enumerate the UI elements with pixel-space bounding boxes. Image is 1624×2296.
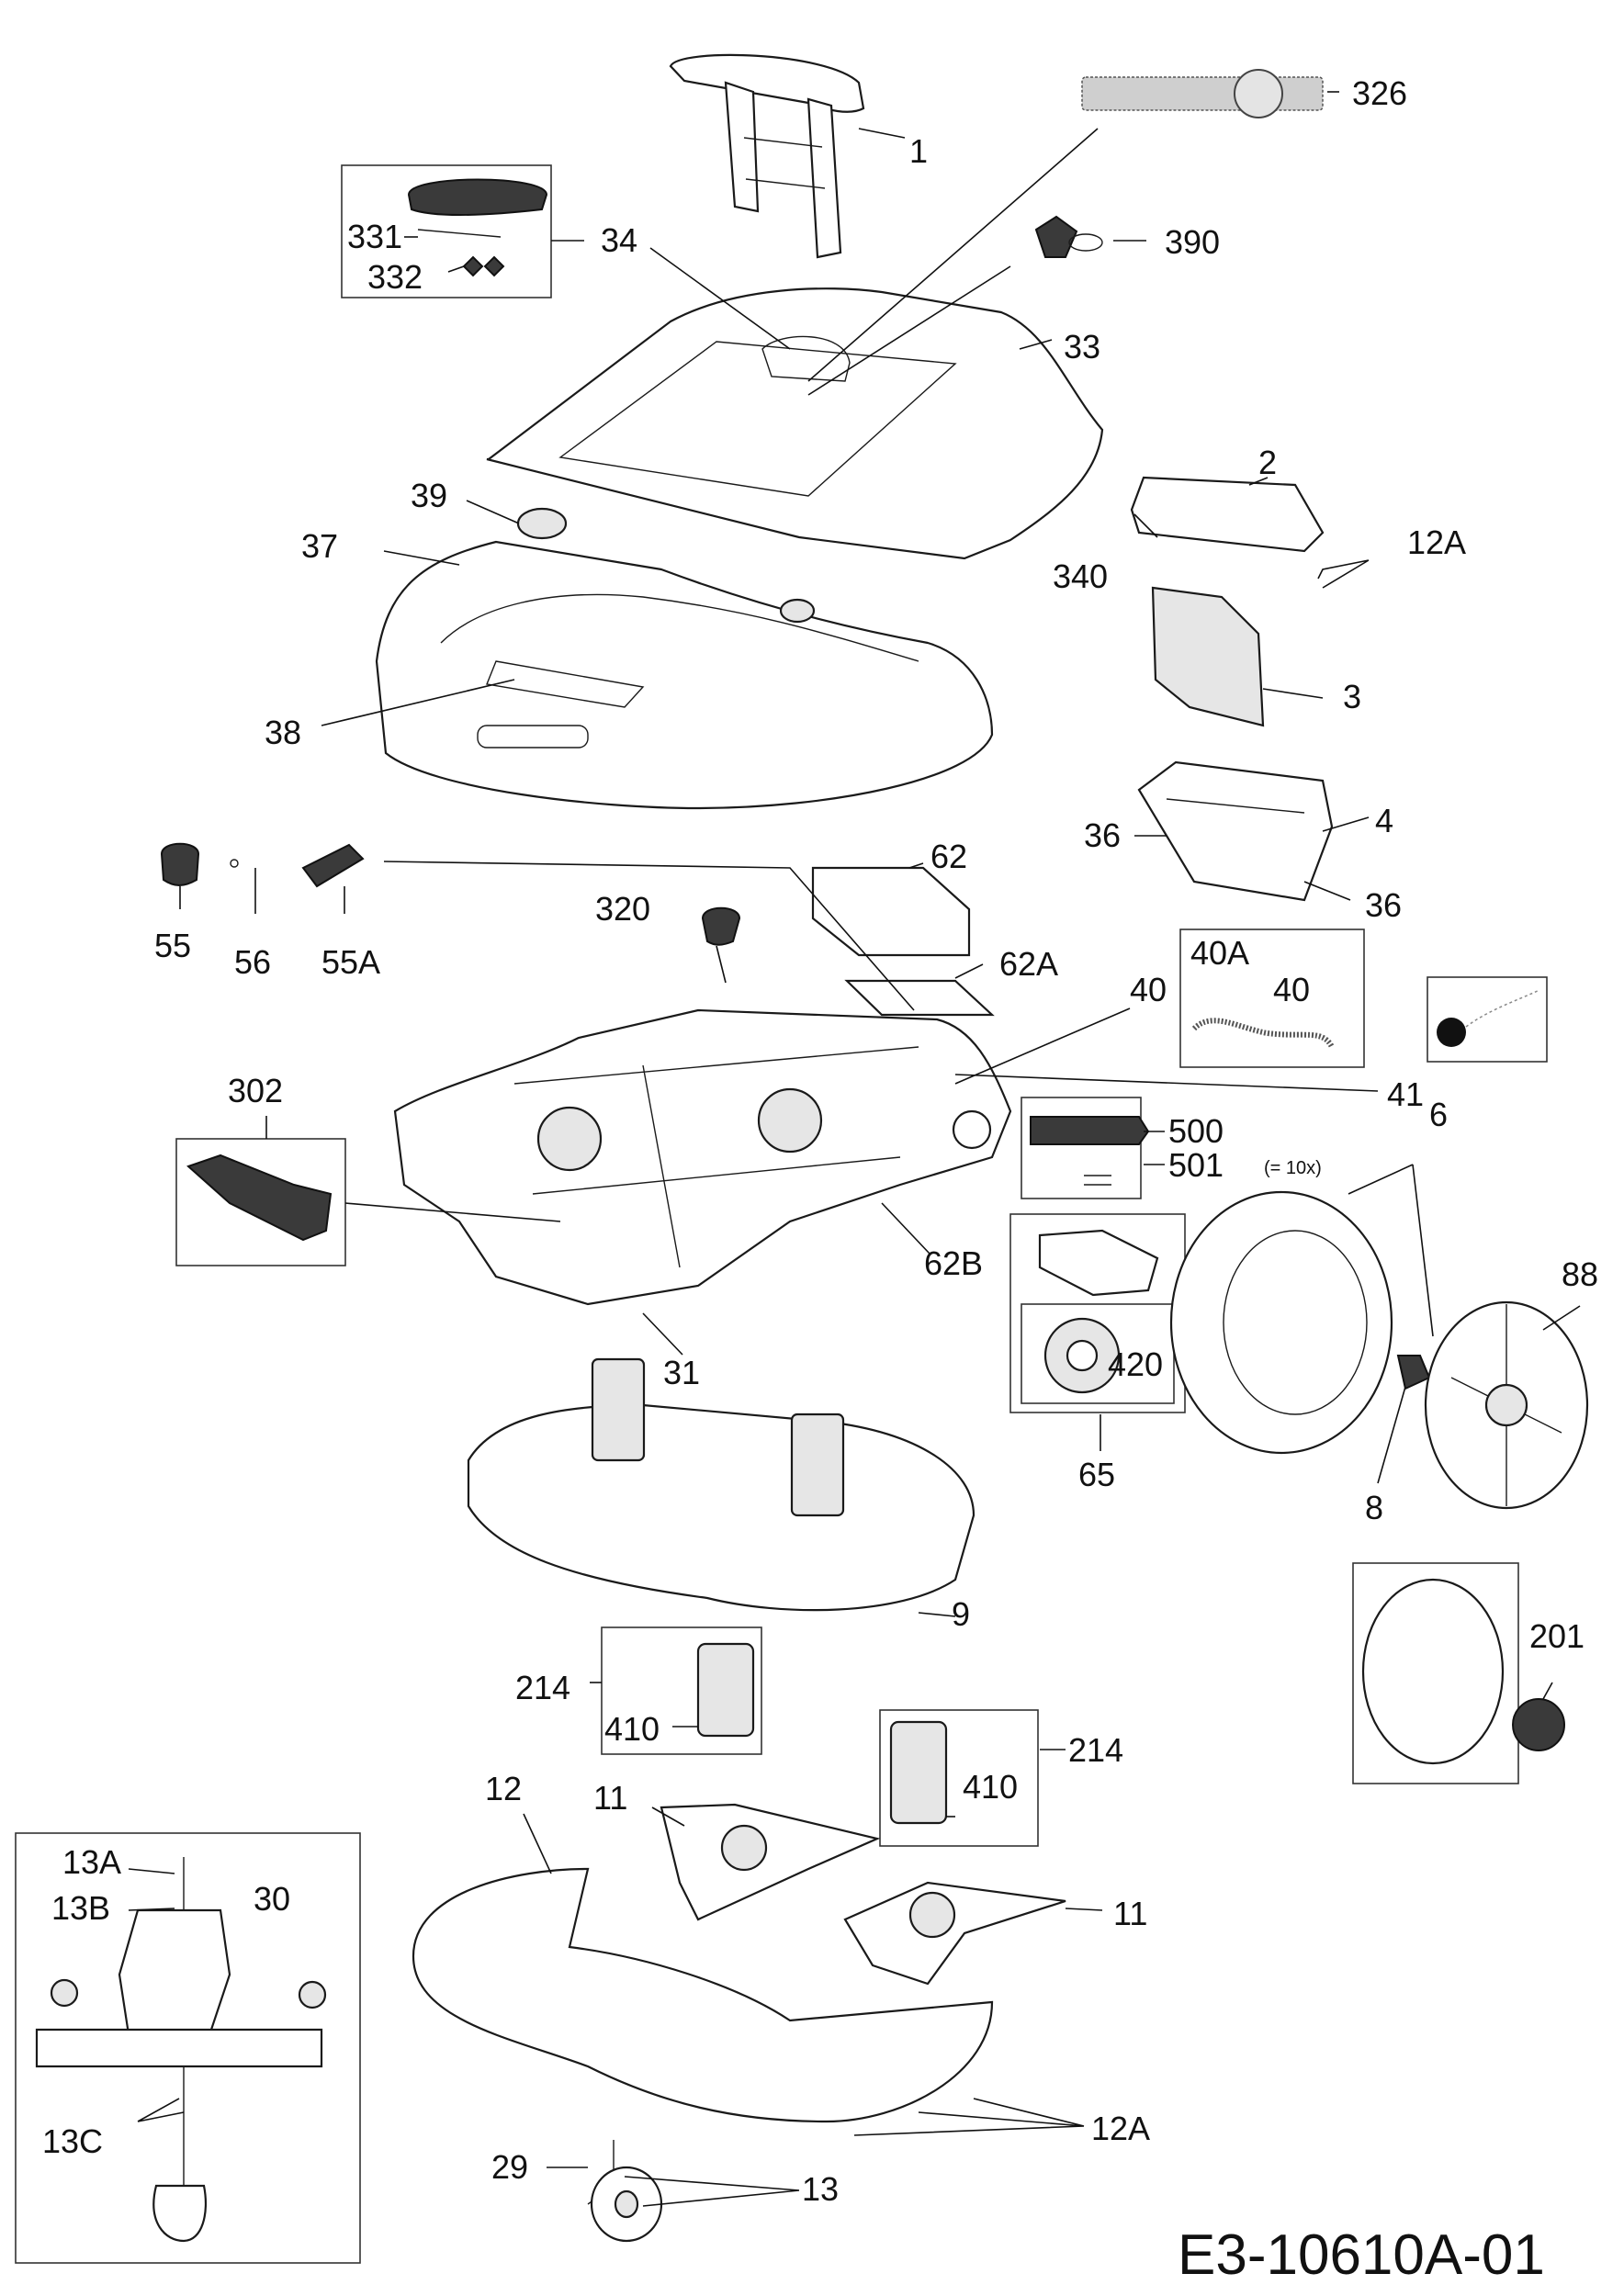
motors-410 [696, 1642, 948, 1825]
label-41: 41 [1387, 1075, 1424, 1113]
label-12A-top: 12A [1407, 523, 1466, 561]
label-13A: 13A [62, 1843, 121, 1881]
label-410-top: 410 [604, 1710, 660, 1748]
label-11-right: 11 [1113, 1895, 1147, 1932]
small-parts-55 [160, 842, 365, 888]
lid-frame [375, 507, 994, 810]
skirt-12 [412, 1867, 994, 2123]
label-410-bottom: 410 [963, 1768, 1018, 1806]
label-3: 3 [1343, 678, 1361, 715]
label-501-note: (= 10x) [1264, 1158, 1322, 1178]
label-55: 55 [154, 927, 191, 964]
label-201: 201 [1529, 1617, 1585, 1655]
label-331: 331 [347, 218, 402, 255]
height-adjust-30 [35, 1857, 327, 2243]
label-9: 9 [952, 1595, 970, 1633]
label-8: 8 [1365, 1489, 1383, 1526]
label-56: 56 [234, 943, 271, 981]
label-390: 390 [1165, 223, 1220, 261]
label-34: 34 [601, 221, 637, 259]
control-housing [1137, 760, 1334, 902]
wheel-cover-201 [1361, 1578, 1565, 1765]
chassis [393, 1008, 1012, 1306]
circuit-board [1151, 586, 1265, 727]
foam-pads [811, 866, 995, 1017]
part-labels: 1 326 331 34 332 390 33 2 39 37 12A 340 … [42, 74, 1598, 2208]
label-320: 320 [595, 890, 650, 928]
base-plate [467, 1357, 976, 1612]
label-55A: 55A [321, 943, 380, 981]
box-214-top [601, 1626, 762, 1755]
top-cover [486, 287, 1104, 560]
battery-cap-dot [1437, 989, 1540, 1047]
label-501: 501 [1168, 1146, 1224, 1184]
box-wheel-cover-201 [1352, 1562, 1519, 1784]
label-214-bottom: 214 [1068, 1731, 1123, 1769]
bolts-500-501 [1030, 1116, 1150, 1186]
caster-13 [587, 2140, 663, 2243]
box-cable-40 [1179, 929, 1365, 1068]
label-13: 13 [802, 2170, 839, 2208]
label-39: 39 [411, 477, 447, 514]
label-29: 29 [491, 2148, 528, 2186]
label-332: 332 [367, 258, 423, 296]
label-11-left: 11 [593, 1779, 627, 1817]
label-13C: 13C [42, 2122, 103, 2160]
wheel-6 [1169, 1190, 1431, 1455]
label-37: 37 [301, 527, 338, 565]
label-38: 38 [265, 714, 301, 751]
label-36-right: 36 [1365, 886, 1402, 924]
label-36-left: 36 [1084, 816, 1121, 854]
label-31: 31 [663, 1354, 700, 1391]
box-display-assembly [341, 164, 552, 298]
label-214-top: 214 [515, 1669, 570, 1706]
label-33: 33 [1064, 328, 1100, 366]
label-40: 40 [1130, 971, 1167, 1008]
leader-lines [128, 91, 1581, 2207]
blades-11 [660, 1803, 1066, 1986]
label-1: 1 [909, 132, 928, 170]
cable-40 [1191, 1018, 1335, 1049]
motor-65 [1038, 1229, 1159, 1394]
label-62: 62 [930, 838, 967, 875]
label-500: 500 [1168, 1112, 1224, 1150]
decal-strip [1081, 69, 1324, 118]
label-30: 30 [254, 1880, 290, 1918]
label-340: 340 [1053, 557, 1108, 595]
label-40A: 40A [1190, 934, 1249, 972]
box-battery-cap [1427, 976, 1548, 1063]
box-214-bottom [879, 1709, 1039, 1847]
box-500-501 [1021, 1097, 1142, 1199]
label-12A-bottom: 12A [1091, 2110, 1150, 2147]
label-6: 6 [1429, 1096, 1448, 1133]
hub-cover-88 [1424, 1300, 1589, 1510]
detail-boxes [15, 164, 1548, 2264]
label-302: 302 [228, 1072, 283, 1109]
box-bumper-302 [175, 1138, 346, 1266]
handle-part [669, 53, 865, 259]
label-326: 326 [1352, 74, 1407, 112]
label-4: 4 [1375, 802, 1393, 839]
drawing-code: E3-10610A-01 [1178, 2223, 1545, 2287]
label-420: 420 [1108, 1345, 1163, 1383]
rubber-cap [701, 906, 741, 946]
knob-part [1034, 215, 1103, 258]
box-height-adjust [15, 1832, 361, 2264]
label-62A: 62A [999, 945, 1058, 983]
label-62B: 62B [924, 1244, 983, 1282]
label-2: 2 [1258, 444, 1277, 481]
label-12: 12 [485, 1770, 522, 1807]
bumper-302 [186, 1154, 333, 1242]
label-88: 88 [1562, 1255, 1598, 1293]
label-13B: 13B [51, 1889, 110, 1927]
label-40-box: 40 [1273, 971, 1310, 1008]
display-parts [407, 178, 548, 277]
label-65: 65 [1078, 1456, 1115, 1493]
battery-lid [1130, 476, 1325, 553]
